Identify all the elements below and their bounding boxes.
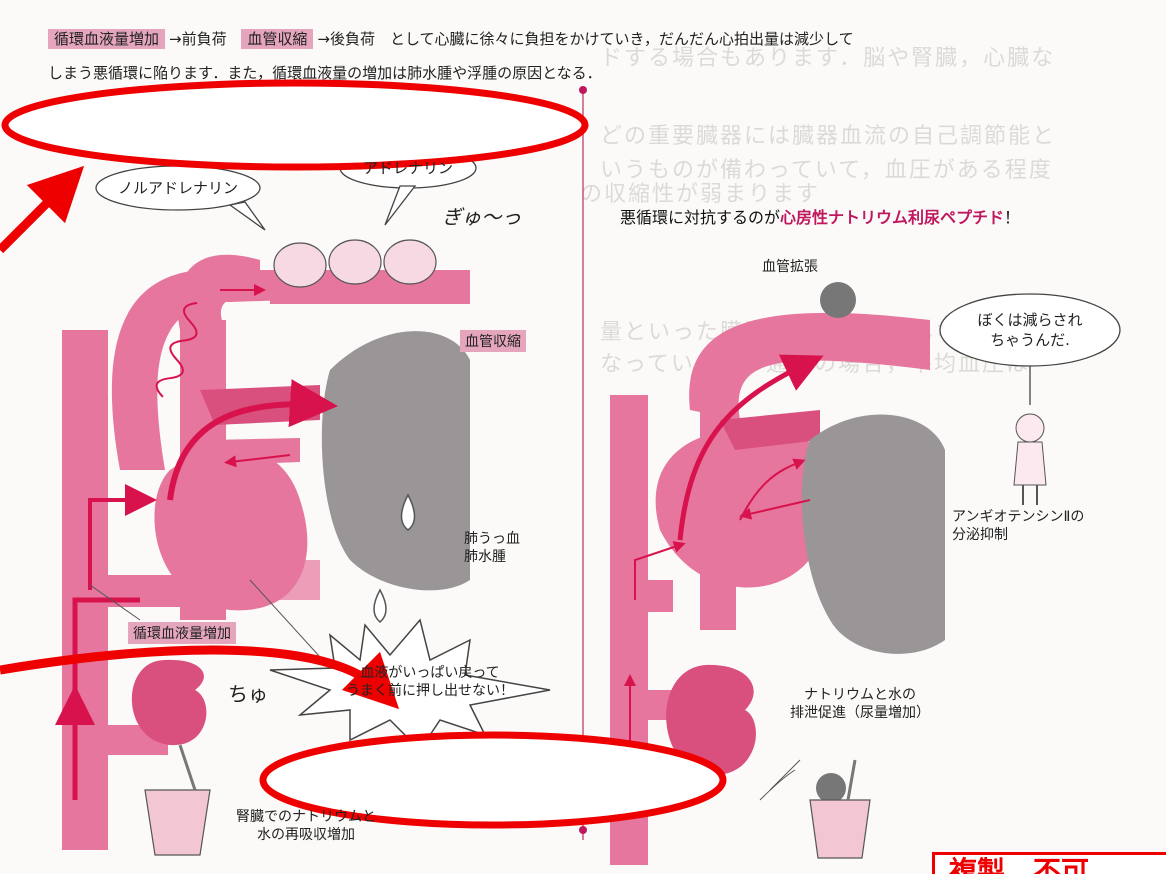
arrow-top <box>0 185 65 250</box>
speech-adrenaline: アドレナリン <box>348 158 468 178</box>
label-kidney-reabsorption: 腎臓でのナトリウムと 水の再吸収増加 <box>236 808 376 844</box>
copy-prohibited-stamp: 複製 不可 <box>932 852 1166 874</box>
label-lung-congestion: 肺うっ血 肺水腫 <box>464 530 520 566</box>
tag-circulation-left: 循環血液量増加 <box>128 622 236 644</box>
onomatopoeia-squeeze: ぎゅ〜っ <box>442 208 521 226</box>
redaction-ellipse-top <box>5 83 585 167</box>
headline-prefix: 悪循環に対抗するのが <box>620 208 780 227</box>
label-vasodilation: 血管拡張 <box>762 258 818 276</box>
headline-bold: 心房性ナトリウム利尿ペプチド <box>780 208 1004 227</box>
headline-anp: 悪循環に対抗するのが心房性ナトリウム利尿ペプチド！ <box>620 204 1020 228</box>
onomatopoeia-sip: ちゅ <box>228 685 268 703</box>
speech-noradrenaline: ノルアドレナリン <box>108 178 248 198</box>
headline-suffix: ！ <box>1004 208 1020 227</box>
speech-reduced: ぼくは減らされ ちゃうんだ. <box>950 310 1110 350</box>
burst-text: 血液がいっぱい戻って うまく前に押し出せない！ <box>330 664 530 700</box>
label-angiotensin: アンギオテンシンⅡの 分泌抑制 <box>952 508 1084 544</box>
tag-vasoconstriction-left: 血管収縮 <box>460 330 526 352</box>
label-excretion: ナトリウムと水の 排泄促進（尿量増加） <box>790 686 930 722</box>
